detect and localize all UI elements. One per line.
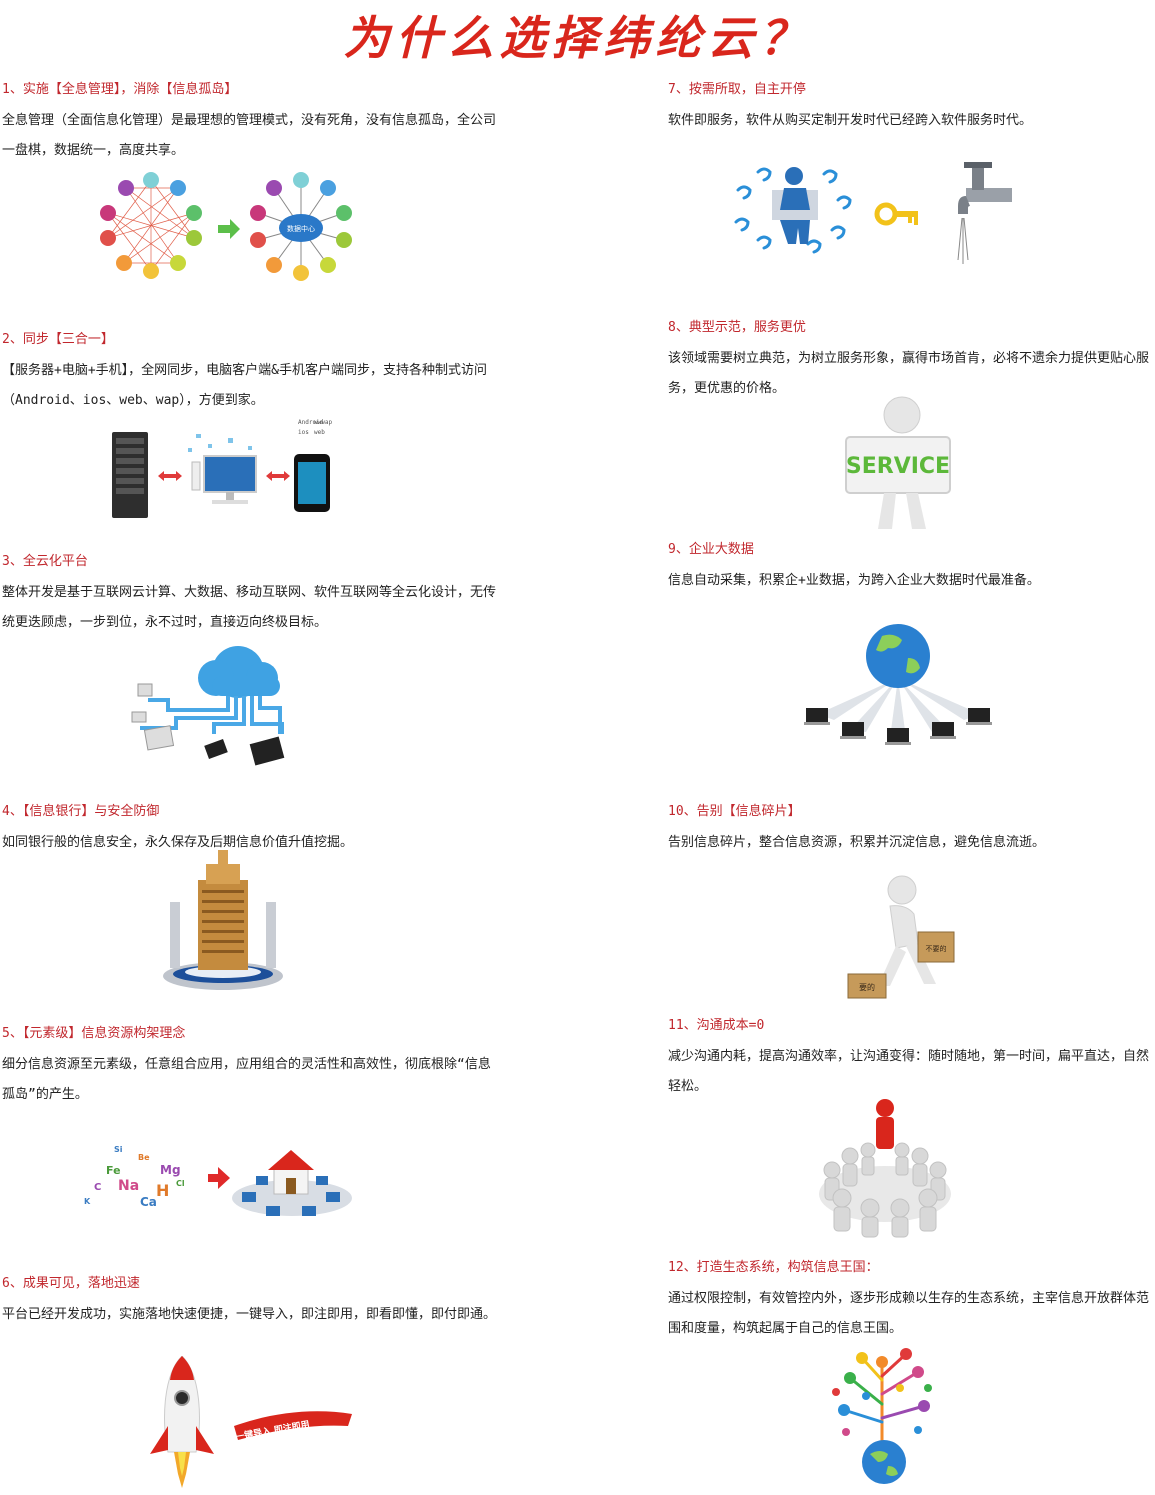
section-4: 4、【信息银行】与安全防御 如同银行般的信息安全，永久保存及后期信息价值升值挖掘… xyxy=(2,802,497,858)
element-si: Si xyxy=(114,1145,123,1154)
box-label-small: 要的 xyxy=(859,982,875,992)
section-10: 10、告别【信息碎片】 告别信息碎片，整合信息资源，积累并沉淀信息，避免信息流逝… xyxy=(668,802,1154,858)
section-body: 全息管理（全面信息化管理）是最理想的管理模式，没有死角，没有信息孤岛，全公司一盘… xyxy=(2,113,497,158)
element-be: Be xyxy=(138,1153,150,1162)
section-body: 信息自动采集，积累企+业数据，为跨入企业大数据时代最准备。 xyxy=(668,573,1040,588)
network-hub-illustration: 数据中心 xyxy=(96,168,366,283)
section-heading: 4、【信息银行】与安全防御 xyxy=(2,804,160,819)
box-carrier-illustration: 不要的 要的 xyxy=(842,874,960,1002)
service-sign-text: SERVICE xyxy=(846,454,950,479)
section-body: 告别信息碎片，整合信息资源，积累并沉淀信息，避免信息流逝。 xyxy=(668,835,1046,850)
section-body: 平台已经开发成功，实施落地快速便捷，一键导入，即注即用，即看即懂，即付即通。 xyxy=(2,1307,497,1322)
section-2: 2、同步【三合一】 【服务器+电脑+手机】，全网同步，电脑客户端&手机客户端同步… xyxy=(2,330,497,416)
element-mg: Mg xyxy=(160,1163,181,1177)
section-body: 【服务器+电脑+手机】，全网同步，电脑客户端&手机客户端同步，支持各种制式访问（… xyxy=(2,363,487,408)
section-5: 5、【元素级】信息资源构架理念 细分信息资源至元素级，任意组合应用，应用组合的灵… xyxy=(2,1024,497,1110)
sync-label-ios: ios xyxy=(298,429,309,436)
section-body: 通过权限控制，有效管控内外，逐步形成赖以生存的生态系统，主宰信息开放群体范围和度… xyxy=(668,1291,1150,1336)
section-heading: 2、同步【三合一】 xyxy=(2,332,114,347)
section-8: 8、典型示范，服务更优 该领域需要树立典范，为树立服务形象，赢得市场首肯，必将不… xyxy=(668,318,1154,404)
section-heading: 3、全云化平台 xyxy=(2,554,88,569)
element-to-house-illustration: Si Fe Na Mg Ca H C Cl Be K xyxy=(80,1140,360,1226)
section-heading: 11、沟通成本=0 xyxy=(668,1018,765,1033)
section-12: 12、打造生态系统，构筑信息王国： 通过权限控制，有效管控内外，逐步形成赖以生存… xyxy=(668,1258,1154,1344)
section-body: 细分信息资源至元素级，任意组合应用，应用组合的灵活性和高效性，彻底根除“信息孤岛… xyxy=(2,1057,491,1102)
sync-label-web: web xyxy=(314,429,325,436)
cloud-platform-illustration xyxy=(128,632,298,767)
element-h: H xyxy=(156,1181,169,1200)
section-body: 减少沟通内耗，提高沟通效率，让沟通变得：随时随地，第一时间，扁平直达，自然轻松。 xyxy=(668,1049,1150,1094)
section-heading: 5、【元素级】信息资源构架理念 xyxy=(2,1026,186,1041)
hub-label: 数据中心 xyxy=(287,224,315,233)
section-7: 7、按需所取，自主开停 软件即服务，软件从购买定制开发时代已经跨入软件服务时代。 xyxy=(668,80,1154,136)
rocket-launch-illustration: 一键导入 即注即用 xyxy=(144,1356,359,1492)
element-cl: Cl xyxy=(176,1179,185,1188)
sync-label-android: Android xyxy=(298,419,324,426)
bank-building-illustration xyxy=(158,850,288,992)
section-heading: 6、成果可见，落地迅速 xyxy=(2,1276,140,1291)
element-k: K xyxy=(84,1197,91,1206)
team-circle-illustration xyxy=(810,1098,960,1238)
section-heading: 10、告别【信息碎片】 xyxy=(668,804,801,819)
section-heading: 1、实施【全息管理】，消除【信息孤岛】 xyxy=(2,82,238,97)
section-1: 1、实施【全息管理】，消除【信息孤岛】 全息管理（全面信息化管理）是最理想的管理… xyxy=(2,80,497,166)
on-demand-illustration xyxy=(728,160,1013,270)
section-body: 如同银行般的信息安全，永久保存及后期信息价值升值挖掘。 xyxy=(2,835,354,850)
section-body: 整体开发是基于互联网云计算、大数据、移动互联网、软件互联网等全云化设计，无传统更… xyxy=(2,585,497,630)
page-title: 为什么选择纬纶云？ xyxy=(343,11,812,65)
big-data-globe-illustration xyxy=(798,622,998,750)
section-body: 该领域需要树立典范，为树立服务形象，赢得市场首肯，必将不遗余力提供更贴心服务，更… xyxy=(668,351,1150,396)
box-label-big: 不要的 xyxy=(926,944,947,953)
ecosystem-tree-illustration xyxy=(826,1344,938,1486)
element-fe: Fe xyxy=(106,1164,121,1177)
section-body: 软件即服务，软件从购买定制开发时代已经跨入软件服务时代。 xyxy=(668,113,1033,128)
section-6: 6、成果可见，落地迅速 平台已经开发成功，实施落地快速便捷，一键导入，即注即用，… xyxy=(2,1274,497,1330)
section-heading: 7、按需所取，自主开停 xyxy=(668,82,806,97)
element-c: C xyxy=(94,1182,101,1193)
sync-label-wap: wwwap xyxy=(314,419,332,426)
section-heading: 8、典型示范，服务更优 xyxy=(668,320,806,335)
sync-devices-illustration: Android wwwap ios web xyxy=(108,418,348,522)
section-11: 11、沟通成本=0 减少沟通内耗，提高沟通效率，让沟通变得：随时随地，第一时间，… xyxy=(668,1016,1154,1102)
section-heading: 12、打造生态系统，构筑信息王国： xyxy=(668,1260,879,1275)
service-figure-illustration: SERVICE xyxy=(842,395,962,535)
element-ca: Ca xyxy=(140,1195,157,1209)
section-3: 3、全云化平台 整体开发是基于互联网云计算、大数据、移动互联网、软件互联网等全云… xyxy=(2,552,497,638)
element-na: Na xyxy=(118,1178,139,1194)
section-heading: 9、企业大数据 xyxy=(668,542,754,557)
section-9: 9、企业大数据 信息自动采集，积累企+业数据，为跨入企业大数据时代最准备。 xyxy=(668,540,1154,596)
